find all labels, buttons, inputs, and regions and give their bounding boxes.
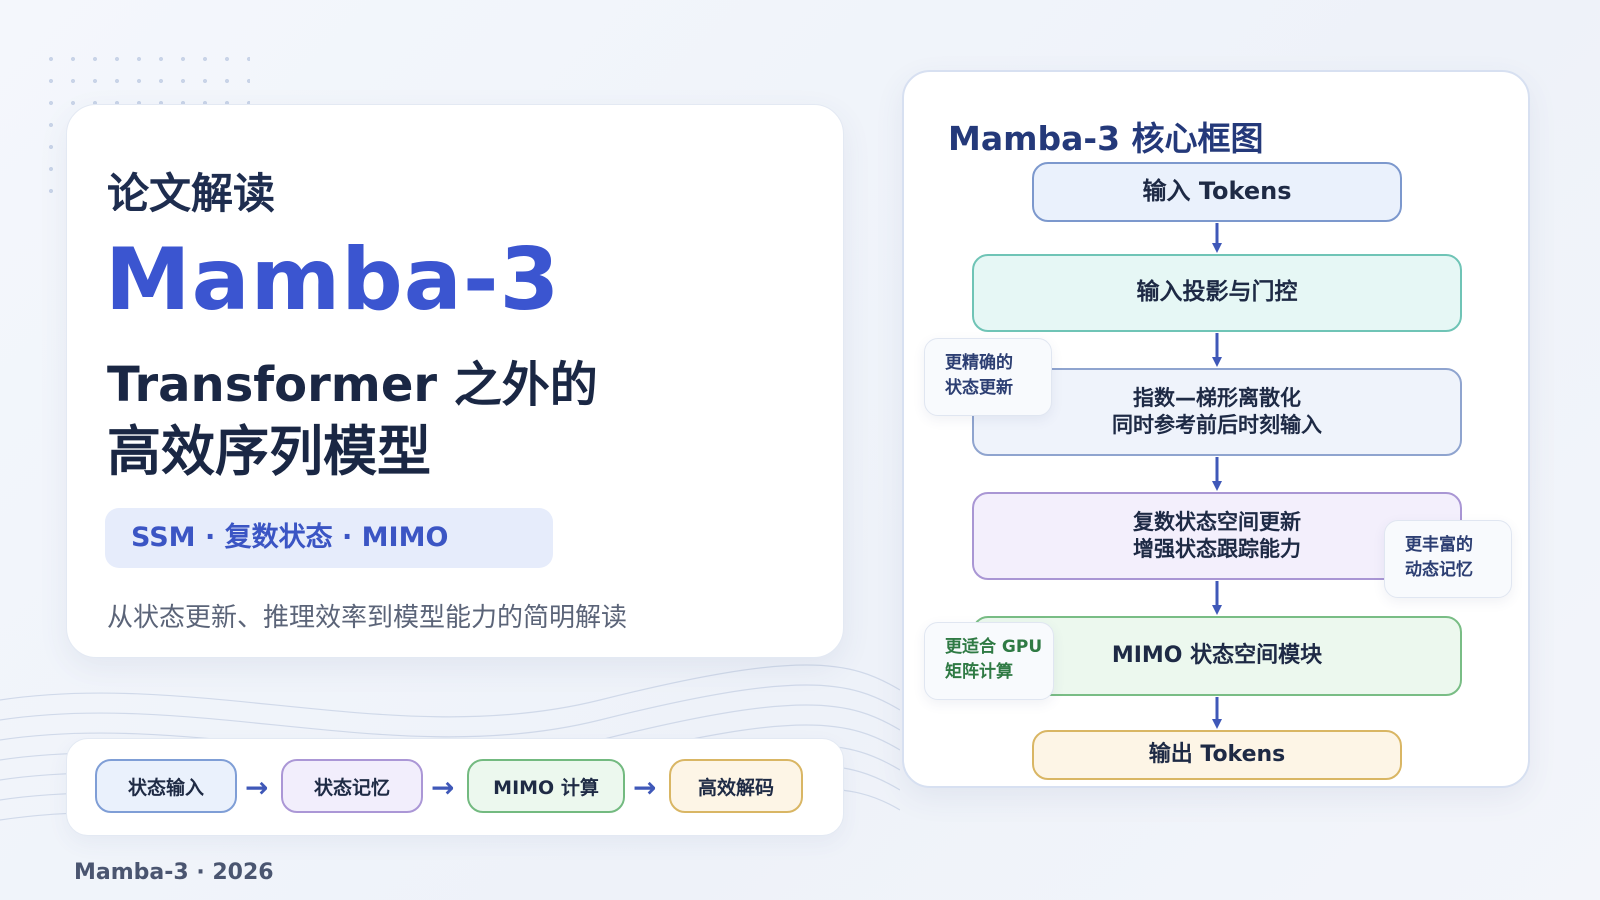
arrow-right-icon: → — [245, 771, 269, 804]
pipeline-step-state-input: 状态输入 — [95, 759, 237, 813]
node-label-line-1: 指数—梯形离散化 — [1133, 385, 1301, 410]
node-label: 输入投影与门控 — [1136, 279, 1298, 306]
note-line-2: 动态记忆 — [1405, 559, 1473, 580]
subtitle-line-1: Transformer 之外的 — [107, 357, 598, 413]
flow-arrows — [1212, 223, 1222, 729]
note-precise-state-update: 更精确的 状态更新 — [924, 338, 1052, 416]
footer-label: Mamba-3 · 2026 — [74, 860, 274, 885]
keyword-tags: SSM · 复数状态 · MIMO — [105, 508, 553, 568]
node-label-line-1: 复数状态空间更新 — [1133, 509, 1301, 534]
note-line-1: 更适合 GPU — [945, 637, 1043, 657]
node-label: MIMO 状态空间模块 — [1111, 642, 1323, 668]
note-line-1: 更丰富的 — [1405, 535, 1473, 555]
pipeline-strip: 状态输入 → 状态记忆 → MIMO 计算 → 高效解码 — [66, 738, 844, 836]
pipeline-step-efficient-decode: 高效解码 — [669, 759, 803, 813]
note-line-2: 矩阵计算 — [945, 661, 1013, 682]
note-richer-dynamic-memory: 更丰富的 动态记忆 — [1384, 520, 1512, 598]
description-text: 从状态更新、推理效率到模型能力的简明解读 — [107, 603, 628, 633]
diagram-title: Mamba-3 核心框图 — [948, 119, 1264, 158]
pipeline-step-state-memory: 状态记忆 — [281, 759, 423, 813]
node-complex-state-space-update: 复数状态空间更新 增强状态跟踪能力 — [972, 492, 1462, 580]
node-label-line-2: 同时参考前后时刻输入 — [1112, 413, 1322, 437]
arrow-right-icon: → — [633, 771, 657, 804]
node-label: 输出 Tokens — [1148, 741, 1286, 767]
node-exp-trapezoid-discretization: 指数—梯形离散化 同时参考前后时刻输入 — [972, 368, 1462, 456]
note-gpu-matrix-friendly: 更适合 GPU 矩阵计算 — [924, 622, 1054, 700]
title-card: 论文解读 Mamba-3 Transformer 之外的 高效序列模型 SSM … — [66, 104, 844, 658]
pipeline-step-mimo-compute: MIMO 计算 — [467, 759, 625, 813]
node-label-line-2: 增强状态跟踪能力 — [1133, 537, 1301, 561]
note-line-2: 状态更新 — [945, 377, 1013, 398]
node-input-projection-gating: 输入投影与门控 — [972, 254, 1462, 332]
page-title: Mamba-3 — [105, 230, 561, 330]
node-label: 输入 Tokens — [1142, 177, 1292, 206]
note-line-1: 更精确的 — [945, 353, 1013, 373]
arrow-right-icon: → — [431, 771, 455, 804]
node-input-tokens: 输入 Tokens — [1032, 162, 1402, 222]
node-output-tokens: 输出 Tokens — [1032, 730, 1402, 780]
eyebrow-label: 论文解读 — [107, 169, 276, 218]
subtitle-line-2: 高效序列模型 — [107, 420, 431, 483]
diagram-card: Mamba-3 核心框图 输入 Tokens 输入投影与门控 指数—梯形离散化 … — [902, 70, 1530, 788]
